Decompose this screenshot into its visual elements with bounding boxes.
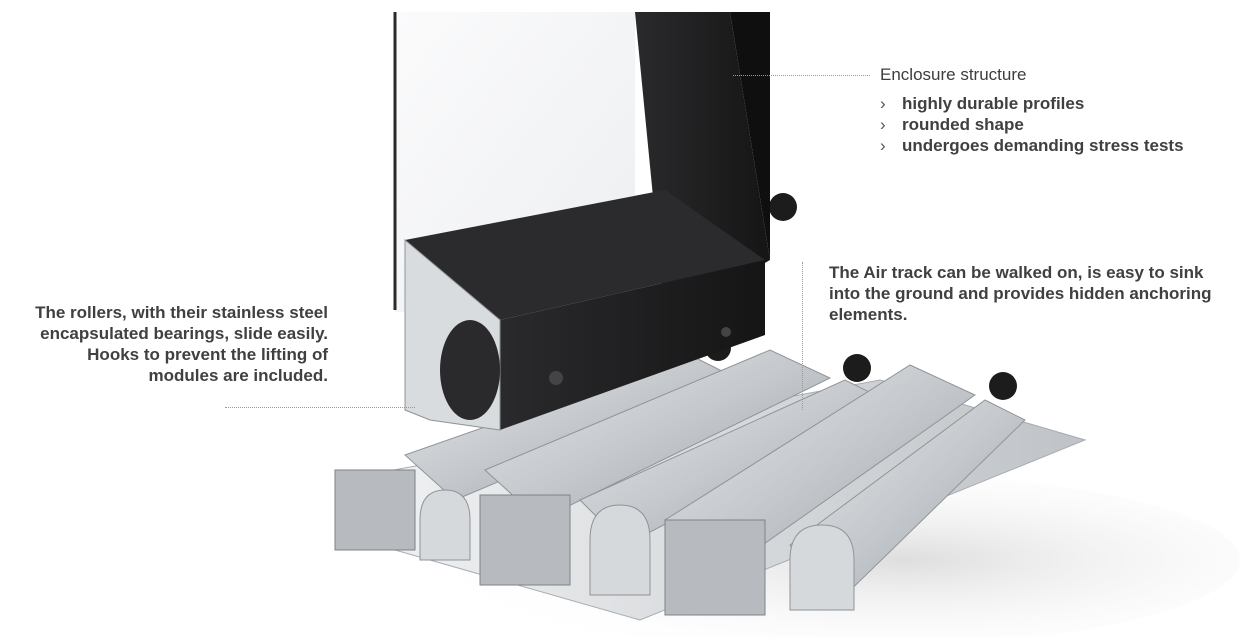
profile-face-1 — [334, 469, 416, 551]
profile-tube-3 — [789, 524, 855, 611]
enclosure-bullet: ›highly durable profiles — [880, 94, 1085, 113]
profile-face-3 — [664, 519, 766, 616]
frame-knob — [769, 193, 797, 221]
profile-tube-2 — [589, 504, 651, 596]
enclosure-bullet-list: ›highly durable profiles ›rounded shape … — [880, 93, 1184, 156]
profile-tube-1 — [419, 489, 471, 561]
frame-beam-front — [500, 260, 765, 430]
enclosure-bullet: ›undergoes demanding stress tests — [880, 136, 1184, 155]
rollers-callout: The rollers, with their stainless steel … — [35, 303, 328, 385]
frame-post-side — [730, 12, 770, 260]
roller — [440, 320, 500, 420]
enclosure-callout: Enclosure structure ›highly durable prof… — [880, 64, 1184, 156]
knob-3 — [989, 372, 1017, 400]
rollers-leader-line — [225, 407, 415, 408]
chevron-right-icon: › — [880, 136, 886, 155]
enclosure-title: Enclosure structure — [880, 65, 1027, 84]
enclosure-bullet: ›rounded shape — [880, 115, 1024, 134]
chevron-right-icon: › — [880, 94, 886, 113]
enclosure-leader-line — [733, 75, 870, 76]
chevron-right-icon: › — [880, 115, 886, 134]
air-track-callout: The Air track can be walked on, is easy … — [829, 263, 1212, 324]
knob-2 — [843, 354, 871, 382]
frame-beam — [405, 190, 765, 320]
profile-face-2 — [479, 494, 571, 586]
frame-screw — [549, 371, 563, 385]
frame-screw-2 — [721, 327, 731, 337]
air-track-leader-line — [802, 262, 803, 410]
